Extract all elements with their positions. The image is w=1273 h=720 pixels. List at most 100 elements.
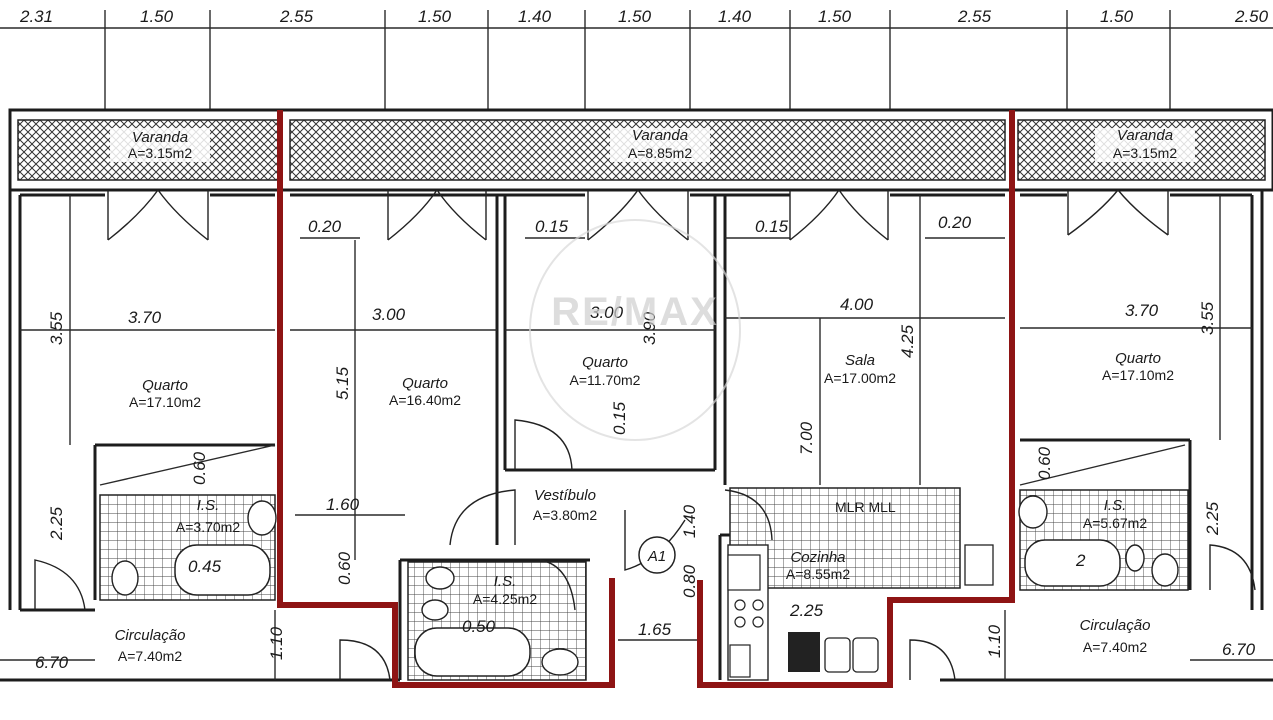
dim-hall-w: 1.60: [326, 495, 360, 514]
building-walls: [0, 108, 1273, 682]
dim-top-7: 1.40: [718, 7, 752, 26]
bathtub-icon: [174, 544, 271, 596]
dim-top-5: 1.40: [518, 7, 552, 26]
sink-icon: [852, 637, 879, 673]
circ-right-area: A=7.40m2: [1083, 639, 1147, 655]
varanda-right-area: A=3.15m2: [1113, 145, 1177, 161]
quarto3-area: A=11.70m2: [570, 372, 641, 388]
dim-q1-width: 3.70: [128, 308, 162, 327]
dim-top-2: 1.50: [140, 7, 174, 26]
sink-icon: [541, 648, 579, 676]
quarto1-area: A=17.10m2: [129, 394, 201, 410]
dim-circ2-w: 6.70: [1222, 640, 1256, 659]
kitchen-fixtures: MLR MLL: [727, 499, 994, 681]
interior-dim-lines: [0, 195, 1273, 680]
core-tag: A1: [638, 536, 676, 574]
dim-top-8: 1.50: [818, 7, 852, 26]
toilet-icon: [1151, 553, 1179, 587]
dim-hall-h: 0.60: [335, 551, 354, 585]
mlr-mll-label: MLR MLL: [835, 499, 896, 515]
dim-sala-depth: 4.25: [898, 324, 917, 358]
dim-top-1: 2.31: [19, 7, 53, 26]
dim-bath-misc2: 0.50: [462, 617, 496, 636]
is-right-area: A=5.67m2: [1083, 515, 1147, 531]
watermark-text: RE/MAX: [551, 290, 719, 334]
quarto4-area: A=17.10m2: [1102, 367, 1174, 383]
bathtub-icon: [1024, 539, 1121, 587]
quarto2-name: Quarto: [402, 375, 448, 392]
dim-core-h2: 0.80: [680, 564, 699, 598]
dim-q4-width: 3.70: [1125, 301, 1159, 320]
dim-bath-misc1: 0.45: [188, 557, 222, 576]
dim-kitchen-w: 2.25: [789, 601, 824, 620]
varanda-right-name: Varanda: [1117, 127, 1173, 144]
is-left-name: I.S.: [197, 497, 220, 514]
dim-w4: 0.20: [938, 213, 972, 232]
is-left-area: A=3.70m2: [176, 519, 240, 535]
dim-top-9: 2.55: [957, 7, 992, 26]
dim-core-h: 1.40: [680, 504, 699, 538]
dim-circ-w: 6.70: [35, 653, 69, 672]
dim-is1-h: 0.60: [190, 451, 209, 485]
core-tag-label: A1: [647, 548, 666, 565]
dim-w3: 0.15: [755, 217, 789, 236]
dim-q3-wall: 0.15: [610, 401, 629, 435]
hob-icon: [752, 616, 764, 628]
is-mid-name: I.S.: [494, 573, 517, 590]
circ-right-name: Circulação: [1080, 617, 1151, 634]
dim-q1-depth: 3.55: [47, 311, 66, 345]
hob-icon: [734, 616, 746, 628]
sala-name: Sala: [845, 352, 875, 369]
dim-is2-w: 2.25: [1203, 501, 1222, 536]
varanda-strip: Varanda A=3.15m2 Varanda A=8.85m2 Varand…: [17, 119, 1266, 181]
toilet-icon: [111, 560, 139, 596]
hob-icon: [734, 599, 746, 611]
dim-core-w: 1.65: [638, 620, 672, 639]
hob-icon: [752, 599, 764, 611]
room-labels: Quarto A=17.10m2 Quarto A=16.40m2 Quarto…: [115, 350, 1175, 664]
varanda-left-area: A=3.15m2: [128, 145, 192, 161]
sala-area: A=17.00m2: [824, 370, 896, 386]
interior-dim-labels: 0.20 0.15 0.15 0.20 3.70 3.00 3.00 4.00 …: [35, 213, 1256, 672]
vestibulo-area: A=3.80m2: [533, 507, 597, 523]
dim-w2: 0.15: [535, 217, 569, 236]
dim-top-11: 2.50: [1234, 7, 1269, 26]
dim-q3-width: 3.00: [590, 303, 624, 322]
dim-circ-h: 1.10: [267, 626, 286, 660]
dim-sala-width: 4.00: [840, 295, 874, 314]
toilet-icon: [425, 566, 455, 590]
sink-icon: [824, 637, 851, 673]
bathtub-icon: [414, 627, 531, 677]
circ-left-area: A=7.40m2: [118, 648, 182, 664]
cozinha-area: A=8.55m2: [786, 566, 850, 582]
dim-circ2-h: 1.10: [985, 624, 1004, 658]
is-mid-area: A=4.25m2: [473, 591, 537, 607]
sink-icon: [1018, 495, 1048, 529]
dim-q4-depth: 3.55: [1198, 301, 1217, 335]
dim-is1-w: 2.25: [47, 506, 66, 541]
dim-q2-width: 3.00: [372, 305, 406, 324]
is-right-name: I.S.: [1104, 497, 1127, 514]
dim-q3-depth: 3.90: [640, 311, 659, 345]
watermark-logo: RE/MAX: [529, 219, 741, 441]
circ-left-name: Circulação: [115, 627, 186, 644]
varanda-left-name: Varanda: [132, 129, 188, 146]
varanda-mid-area: A=8.85m2: [628, 145, 692, 161]
vestibulo-name: Vestíbulo: [534, 487, 596, 504]
dim-bath-misc3: 2: [1075, 551, 1086, 570]
dim-sala-len: 7.00: [797, 421, 816, 455]
dim-q2-depth: 5.15: [333, 366, 352, 400]
top-dimension-line: 2.31 1.50 2.55 1.50 1.40 1.50 1.40 1.50 …: [0, 7, 1273, 110]
highlighted-walls: [277, 110, 1015, 688]
dim-w1: 0.20: [308, 217, 342, 236]
balcony-doors: [107, 189, 1169, 241]
quarto4-name: Quarto: [1115, 350, 1161, 367]
bidet-icon: [1125, 544, 1145, 572]
appliance-icon: [788, 632, 820, 672]
dim-is2-h: 0.60: [1035, 446, 1054, 480]
quarto2-area: A=16.40m2: [389, 392, 461, 408]
quarto3-name: Quarto: [582, 354, 628, 371]
quarto1-name: Quarto: [142, 377, 188, 394]
dim-top-4: 1.50: [418, 7, 452, 26]
